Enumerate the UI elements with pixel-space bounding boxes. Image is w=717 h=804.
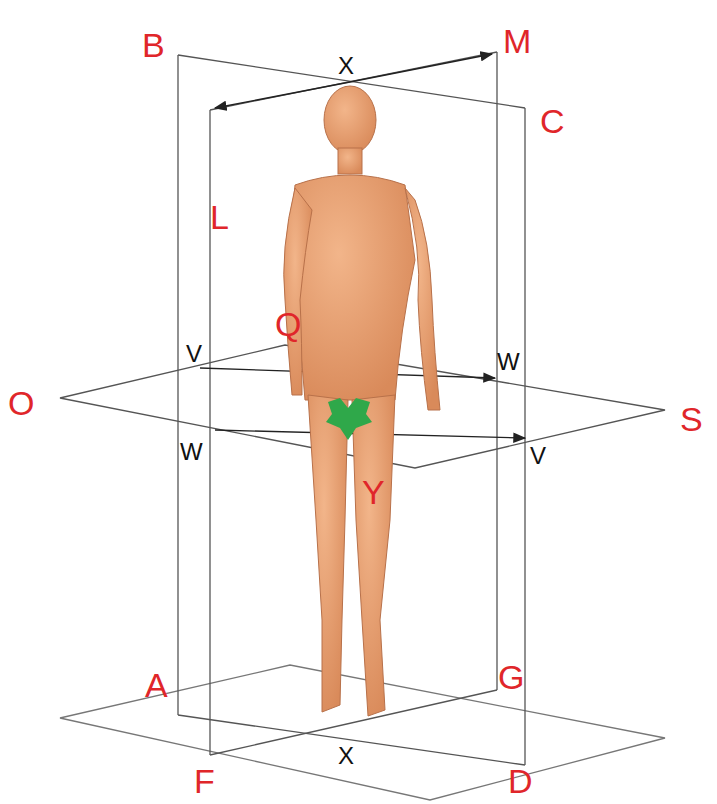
plane-letter: L: [210, 200, 229, 234]
plane-letter: D: [508, 764, 533, 798]
axis-letter: W: [180, 440, 203, 464]
plane-letter: Q: [275, 307, 301, 341]
plane-letter: M: [503, 24, 531, 58]
plane-letter: G: [498, 660, 524, 694]
plane-letter: B: [142, 28, 165, 62]
plane-letter: F: [194, 764, 215, 798]
plane-letter: C: [540, 104, 565, 138]
axis-letter: X: [338, 54, 354, 78]
plane-letter: S: [680, 402, 703, 436]
axis-letter: V: [186, 342, 202, 366]
plane-letter: Y: [362, 475, 385, 509]
plane-letter: A: [145, 668, 168, 702]
axis-letter: X: [338, 744, 354, 768]
axis-letter: W: [497, 350, 520, 374]
plane-letter: O: [8, 386, 34, 420]
axis-letter: V: [530, 444, 546, 468]
